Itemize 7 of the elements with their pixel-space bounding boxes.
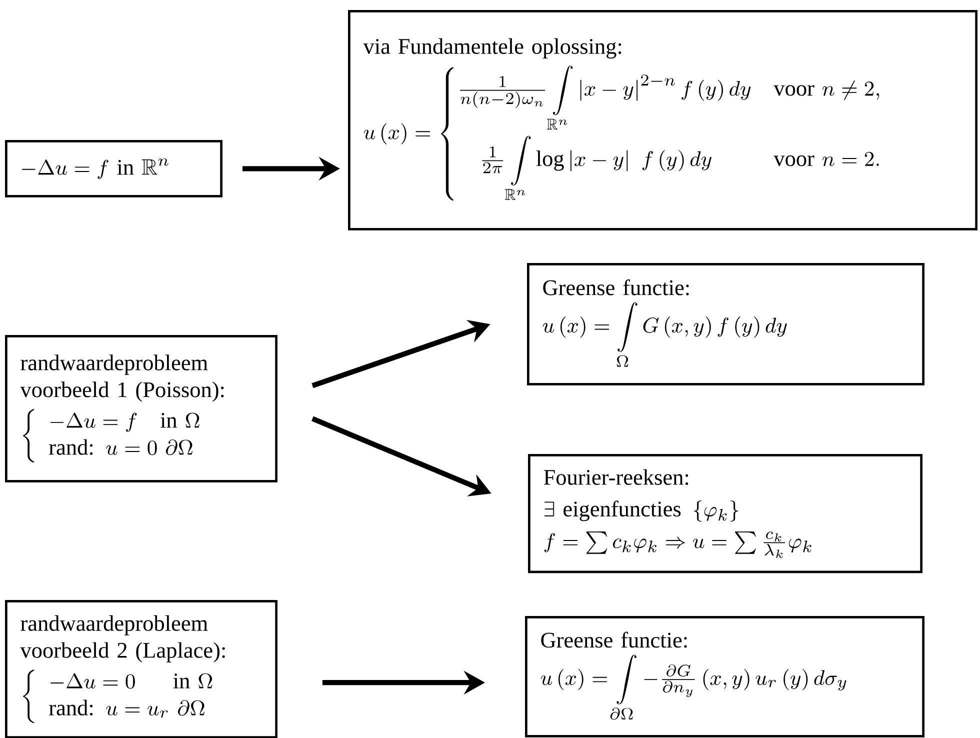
problem-box: randwaardeprobleem voorbeeld 1 (Poisson): $\left\{\begin{array}{l} -\Delta u = f \quad \text{in } \Omega \\ \text{rand: } u = 0\ \partial\Omega \end{array}\right.$ xyxy=(5,335,278,482)
solution-box: Greense functie: $u\left(x\right) = \displaystyle\int\limits_{\partial\Omega} -\tfrac{\partial G}{\partial n_y}\left(x,y\right) u_r\left(y\right) d\sigma_y$ xyxy=(525,616,924,738)
solution-box: via Fundamentele oplossing: $u\left(x\right) = \begin{cases} \tfrac{1}{n(n-2)\omega_n}\displaystyle\int\limits_{\mathbb{R}^n} \left|x-y\right|^{2-n} f\left(y\right) dy & \text{voor } n\neq 2,\\[3ex] \quad\tfrac{1}{2\pi}\displaystyle\int\limits_{\mathbb{R}^n} \log\left|x-y\right|\ f\left(y\right) dy & \text{voor } n=2. \end{cases}$ xyxy=(348,10,978,230)
solution-box: Greense functie: $u\left(x\right) = \displaystyle\int\limits_{\Omega} G\left(x,y\right) f\left(y\right) dy$ xyxy=(527,263,924,386)
solution-box: Fourier-reeksen: $\exists \text{ eigenfuncties } \left\{\varphi_k\right\}$ $f = \sum c_k\varphi_k \Rightarrow u = \sum \tfrac{c_k}{\lambda_k}\varphi_k$ xyxy=(528,454,922,574)
equation-box: $-\Delta u = f \text{ in } \mathbb{R}^n$ xyxy=(5,140,222,198)
problem-box: randwaardeprobleem voorbeeld 2 (Laplace): $\left\{\begin{array}{l} -\Delta u = 0 \quad\ \ \text{in } \Omega \\ \text{rand: } u = u_r\ \partial\Omega \end{array}\right.$ xyxy=(5,600,278,738)
